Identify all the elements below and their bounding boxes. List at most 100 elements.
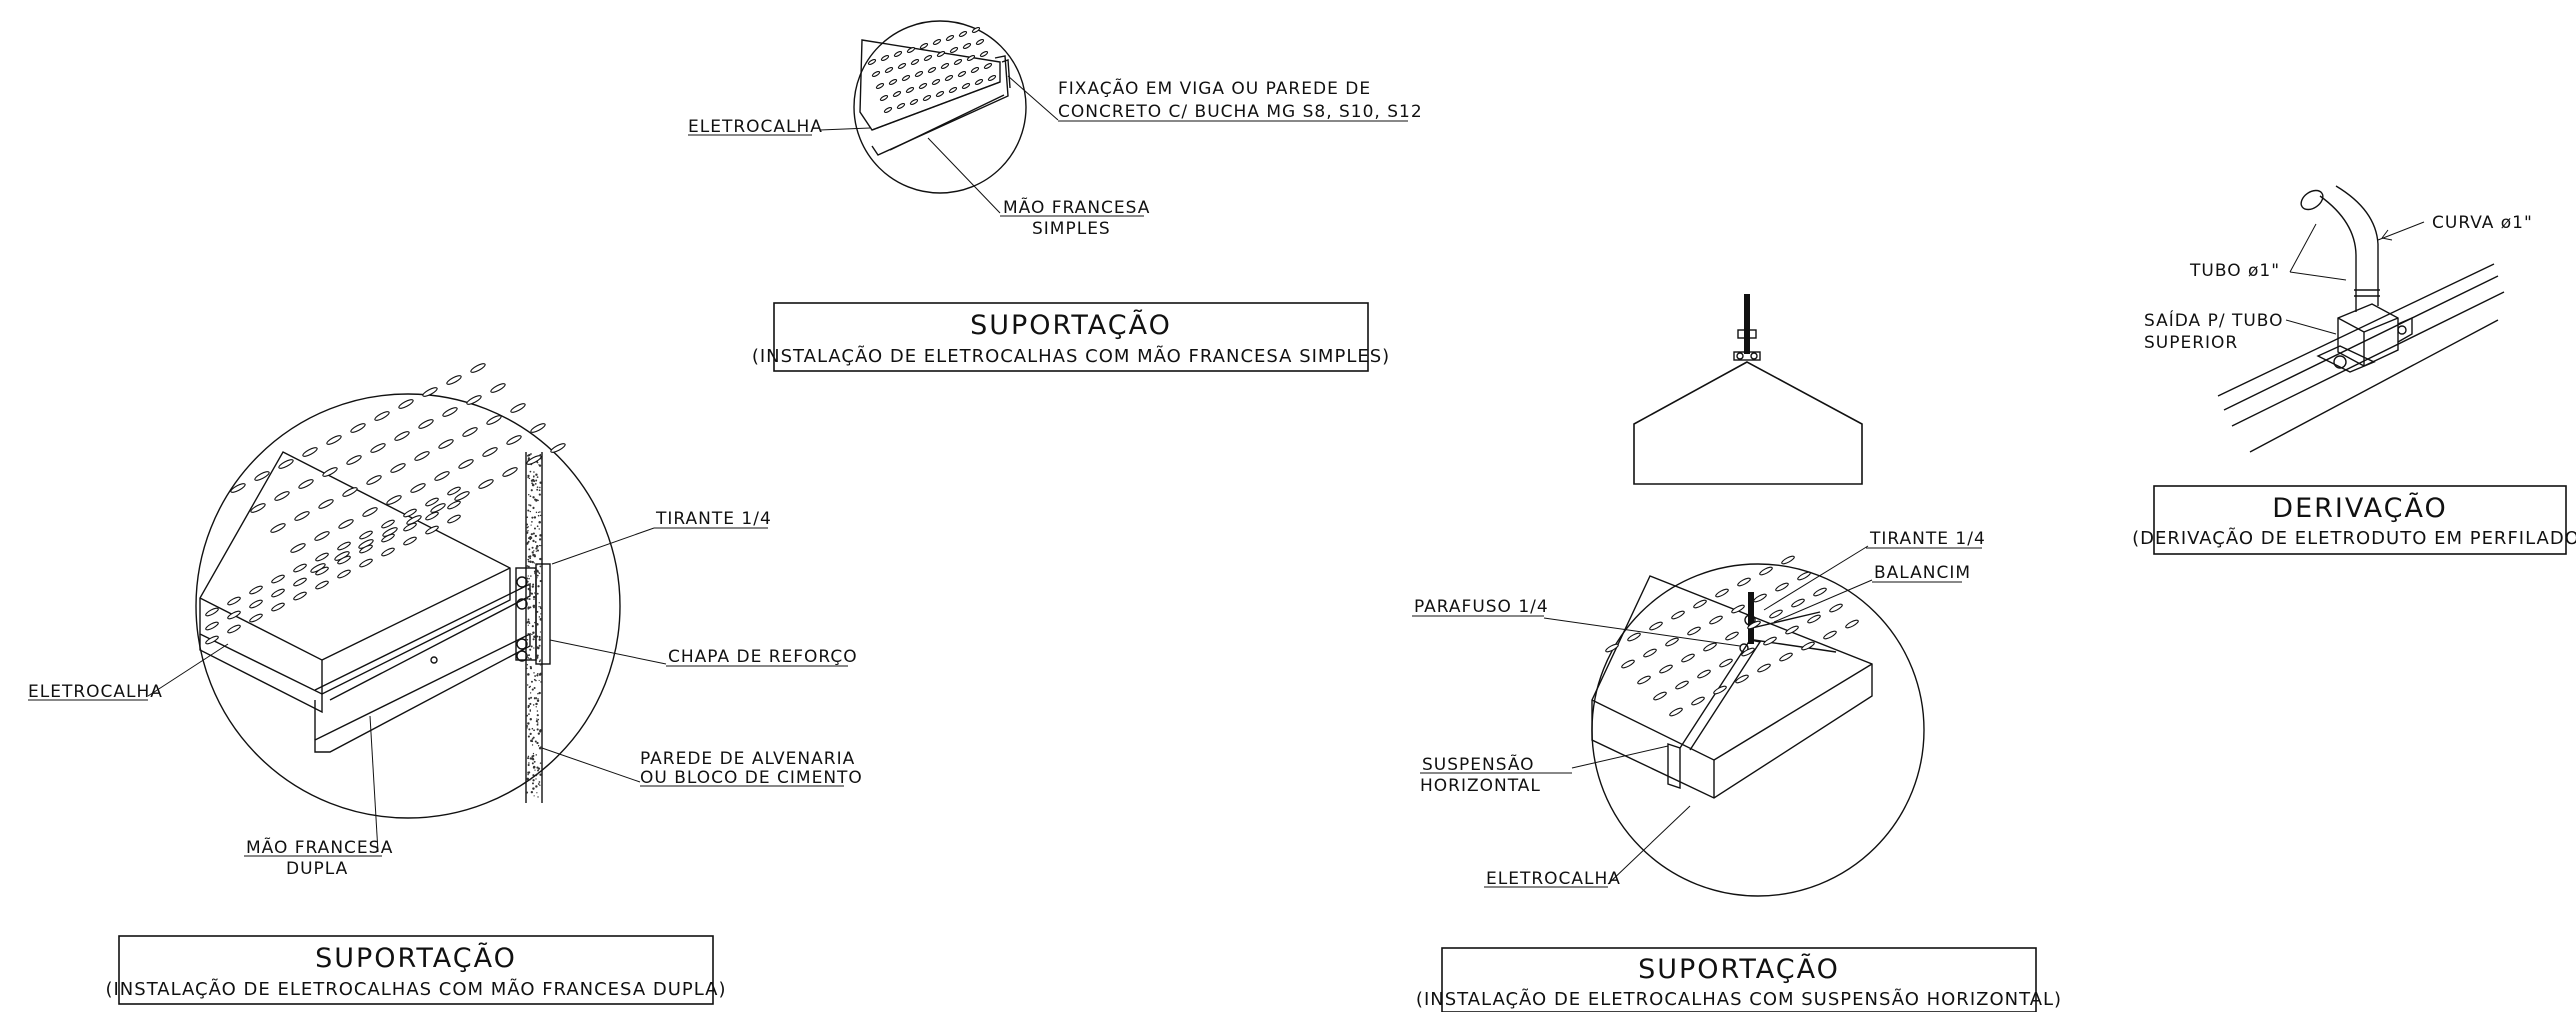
wall-texture-dot xyxy=(533,678,536,681)
wall-texture-dot xyxy=(538,572,541,574)
perforation-slot xyxy=(298,479,314,489)
wall-texture-dot xyxy=(527,530,529,532)
perforation-slot xyxy=(932,39,942,45)
perforation-slot xyxy=(442,407,458,417)
wall-texture-dot xyxy=(536,545,539,548)
wall-texture-dot xyxy=(529,470,532,473)
perforation-slot xyxy=(910,59,920,65)
wall-texture-dot xyxy=(529,560,532,564)
wall-texture-dot xyxy=(527,673,530,676)
wall-texture-dot xyxy=(530,489,533,492)
wall-texture-dot xyxy=(535,576,538,579)
perforation-slot xyxy=(406,515,422,525)
wall-texture-dot xyxy=(527,706,530,708)
wall-texture-dot xyxy=(535,706,537,708)
wall-texture-dot xyxy=(532,736,535,739)
wall-texture-dot xyxy=(540,681,542,683)
perforation-slot xyxy=(342,487,358,497)
wall-texture-dot xyxy=(538,520,541,524)
perforation-slot xyxy=(927,67,937,73)
wall-texture-dot xyxy=(536,486,539,488)
wall-texture-dot xyxy=(533,729,535,732)
perforation-slot xyxy=(249,613,263,623)
wall-texture-dot xyxy=(527,755,530,758)
wall-texture-dot xyxy=(531,585,534,588)
wall-texture-dot xyxy=(539,514,542,517)
wall-texture-dot xyxy=(536,714,539,717)
perforation-slot xyxy=(974,79,984,85)
perforation-slot xyxy=(987,75,997,81)
perforation-slot xyxy=(918,83,928,89)
wall-texture-dot xyxy=(532,605,535,608)
wall-texture-dot xyxy=(532,553,535,557)
wall-texture-dot xyxy=(531,782,534,785)
perforation-slot xyxy=(940,63,950,69)
perforation-slot xyxy=(879,95,889,101)
wall-texture-dot xyxy=(539,631,542,633)
wall-texture-dot xyxy=(532,765,536,769)
perforation-slot xyxy=(948,87,958,93)
wall-texture-dot xyxy=(531,738,534,740)
wall-texture-dot xyxy=(536,654,539,657)
wall-texture-dot xyxy=(533,795,535,797)
perforation-slot xyxy=(458,459,474,469)
wall-texture-dot xyxy=(535,511,538,514)
wall-texture-dot xyxy=(538,528,540,530)
detail-mao-francesa-dupla: TIRANTE 1/4 CHAPA DE REFORÇO PAREDE DE A… xyxy=(28,363,862,1005)
perforation-slot xyxy=(1687,626,1701,636)
wall-texture-dot xyxy=(530,680,533,683)
wall-texture-dot xyxy=(537,693,539,695)
wall-texture-dot xyxy=(534,586,537,588)
wall-texture-dot xyxy=(535,778,537,780)
wall-texture-dot xyxy=(526,777,529,781)
wall-texture-dot xyxy=(536,476,539,478)
perforation-slot xyxy=(250,503,266,513)
perforation-slot xyxy=(958,31,968,37)
wall-texture-dot xyxy=(536,574,539,577)
title-derivacao: DERIVAÇÃO xyxy=(2272,492,2447,524)
perforation-slot xyxy=(1703,642,1717,652)
wall-texture-dot xyxy=(536,674,538,676)
wall-texture-dot xyxy=(531,633,533,636)
perforation-slot xyxy=(945,35,955,41)
perforation-slot xyxy=(403,508,417,518)
wall-texture-dot xyxy=(535,656,539,659)
detail-suspensao-horizontal: TIRANTE 1/4 BALANCIM PARAFUSO 1/4 SUSPEN… xyxy=(1412,294,2061,1012)
perforation-slot xyxy=(490,383,506,393)
perforation-slot xyxy=(1709,615,1723,625)
wall-texture-dot xyxy=(535,785,538,788)
perforation-slot xyxy=(510,403,526,413)
perforation-slot xyxy=(322,467,338,477)
label-curva: CURVA ø1" xyxy=(2432,213,2533,233)
label-parede-line1: PAREDE DE ALVENARIA xyxy=(640,749,855,769)
wall-texture-dot xyxy=(530,453,532,455)
perforation-slot xyxy=(880,55,890,61)
perforation-slot xyxy=(337,555,351,565)
wall-texture-dot xyxy=(535,774,538,777)
wall-texture-dot xyxy=(533,760,536,763)
perforation-slot xyxy=(403,522,417,532)
perforation-slot xyxy=(1669,707,1683,717)
perforation-slot xyxy=(462,427,478,437)
perforation-slot xyxy=(293,591,307,601)
perforation-slot xyxy=(884,67,894,73)
wall-texture-dot xyxy=(529,495,532,498)
perforation-slot xyxy=(271,588,285,598)
wall-texture-dot xyxy=(533,687,536,690)
perforation-slot xyxy=(434,471,450,481)
wall-texture-dot xyxy=(528,654,531,657)
title-box-suspensao xyxy=(1441,947,2037,1012)
perforation-slot xyxy=(961,83,971,89)
perforation-slot xyxy=(962,43,972,49)
perforation-slot xyxy=(414,451,430,461)
perforation-slot xyxy=(315,580,329,590)
wall-texture-dot xyxy=(529,504,532,507)
wall-texture-dot xyxy=(539,730,541,732)
wall-texture-dot xyxy=(536,728,539,731)
wall-texture-dot xyxy=(535,720,539,723)
perforation-slot xyxy=(274,491,290,501)
balancim-front-view xyxy=(1633,294,1863,485)
perforation-slot xyxy=(430,503,446,513)
label-fixacao-line2: CONCRETO C/ BUCHA MG S8, S10, S12 xyxy=(1058,102,1423,122)
wall-texture-dot xyxy=(532,506,535,509)
